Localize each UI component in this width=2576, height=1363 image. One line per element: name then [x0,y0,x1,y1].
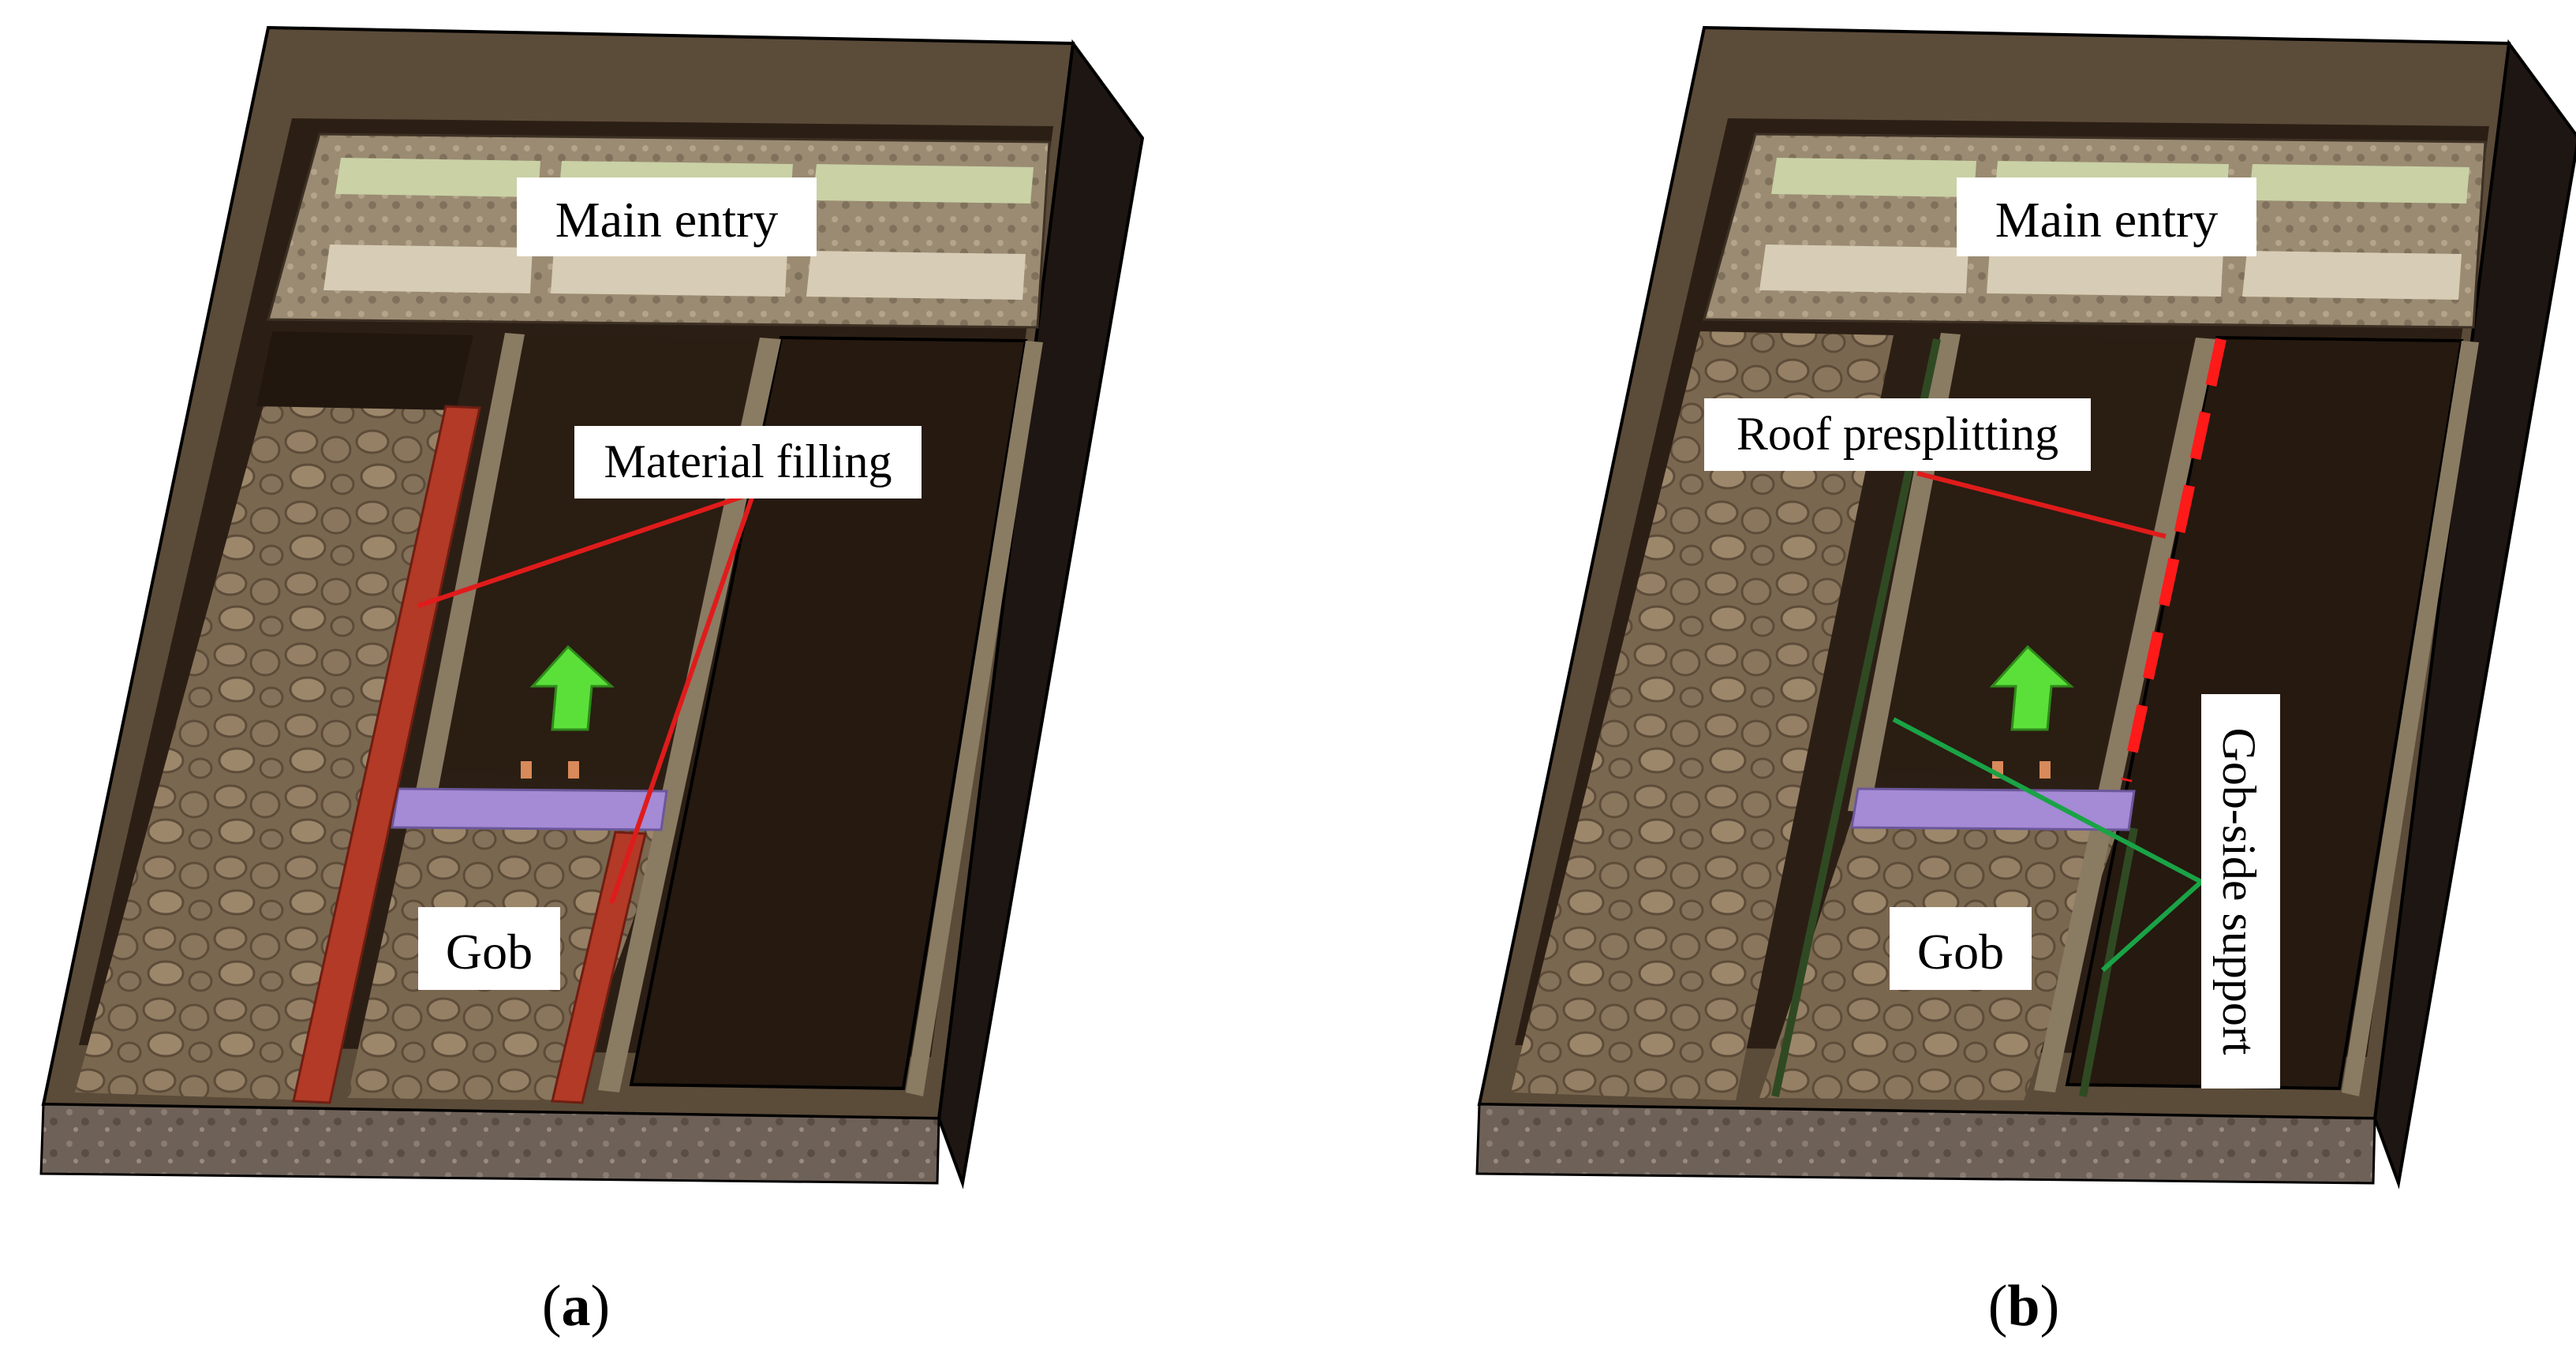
entry-cell [1987,248,2223,297]
panel-a: Main entry Material filling Gob (a) [39,25,1145,1339]
hydraulic-support [1850,787,2136,831]
block-base-layer [1475,1103,2376,1185]
entry-cell [2249,164,2469,204]
presplit-leader-line [1916,471,2167,539]
entry-cell [2242,251,2462,300]
main-entry-label: Main entry [1995,192,2219,248]
right-panel [629,335,1028,1091]
support-cap [568,761,579,779]
support-cap [521,761,532,779]
entry-cell [551,248,787,297]
label-box [517,177,817,256]
gob-side-support-label: Gob-side support [2213,728,2265,1055]
label-box [1704,398,2091,471]
support-leader-line [2100,879,2204,973]
roof-presplitting-line [2121,338,2226,782]
pillar [2034,338,2217,1092]
gob-label: Gob [1917,924,2004,980]
gob-rubble-left [75,402,469,1100]
pillar [2342,341,2479,1096]
advance-arrow [529,644,615,731]
material-filling-strip [292,405,481,1104]
entry-cell [323,245,533,293]
entry-cell [813,164,1034,204]
entry-cell [335,158,540,197]
gob-label: Gob [446,924,533,980]
label-box [1957,177,2256,256]
panel-caption: (b) [1988,1274,2059,1339]
support-cap [2039,761,2051,779]
support-leader-line [1892,717,2203,884]
filling-leader-line [417,491,754,608]
material-filling-label: Material filling [604,435,892,487]
label-box [2201,694,2280,1089]
pillar [412,333,525,812]
label-box [418,907,560,990]
panel-b: Main entry Roof presplitting Gob Gob-sid… [1475,25,2576,1339]
panel-caption: (a) [542,1274,610,1339]
hydraulic-support [391,787,668,831]
label-box [574,426,922,499]
entry-cell [1759,245,1968,293]
block-base-layer [39,1103,940,1185]
gob-rubble-left [1511,331,1894,1100]
roof-presplitting-label: Roof presplitting [1737,408,2058,460]
main-entry-label: Main entry [555,192,779,248]
label-box [1890,907,2032,990]
pillar [906,341,1043,1096]
void-top-left [256,331,473,410]
filling-leader-line [609,492,756,904]
advance-arrow [1989,644,2074,731]
entry-cell [1771,158,1976,197]
pillar [598,338,781,1092]
entry-cell [806,251,1026,300]
